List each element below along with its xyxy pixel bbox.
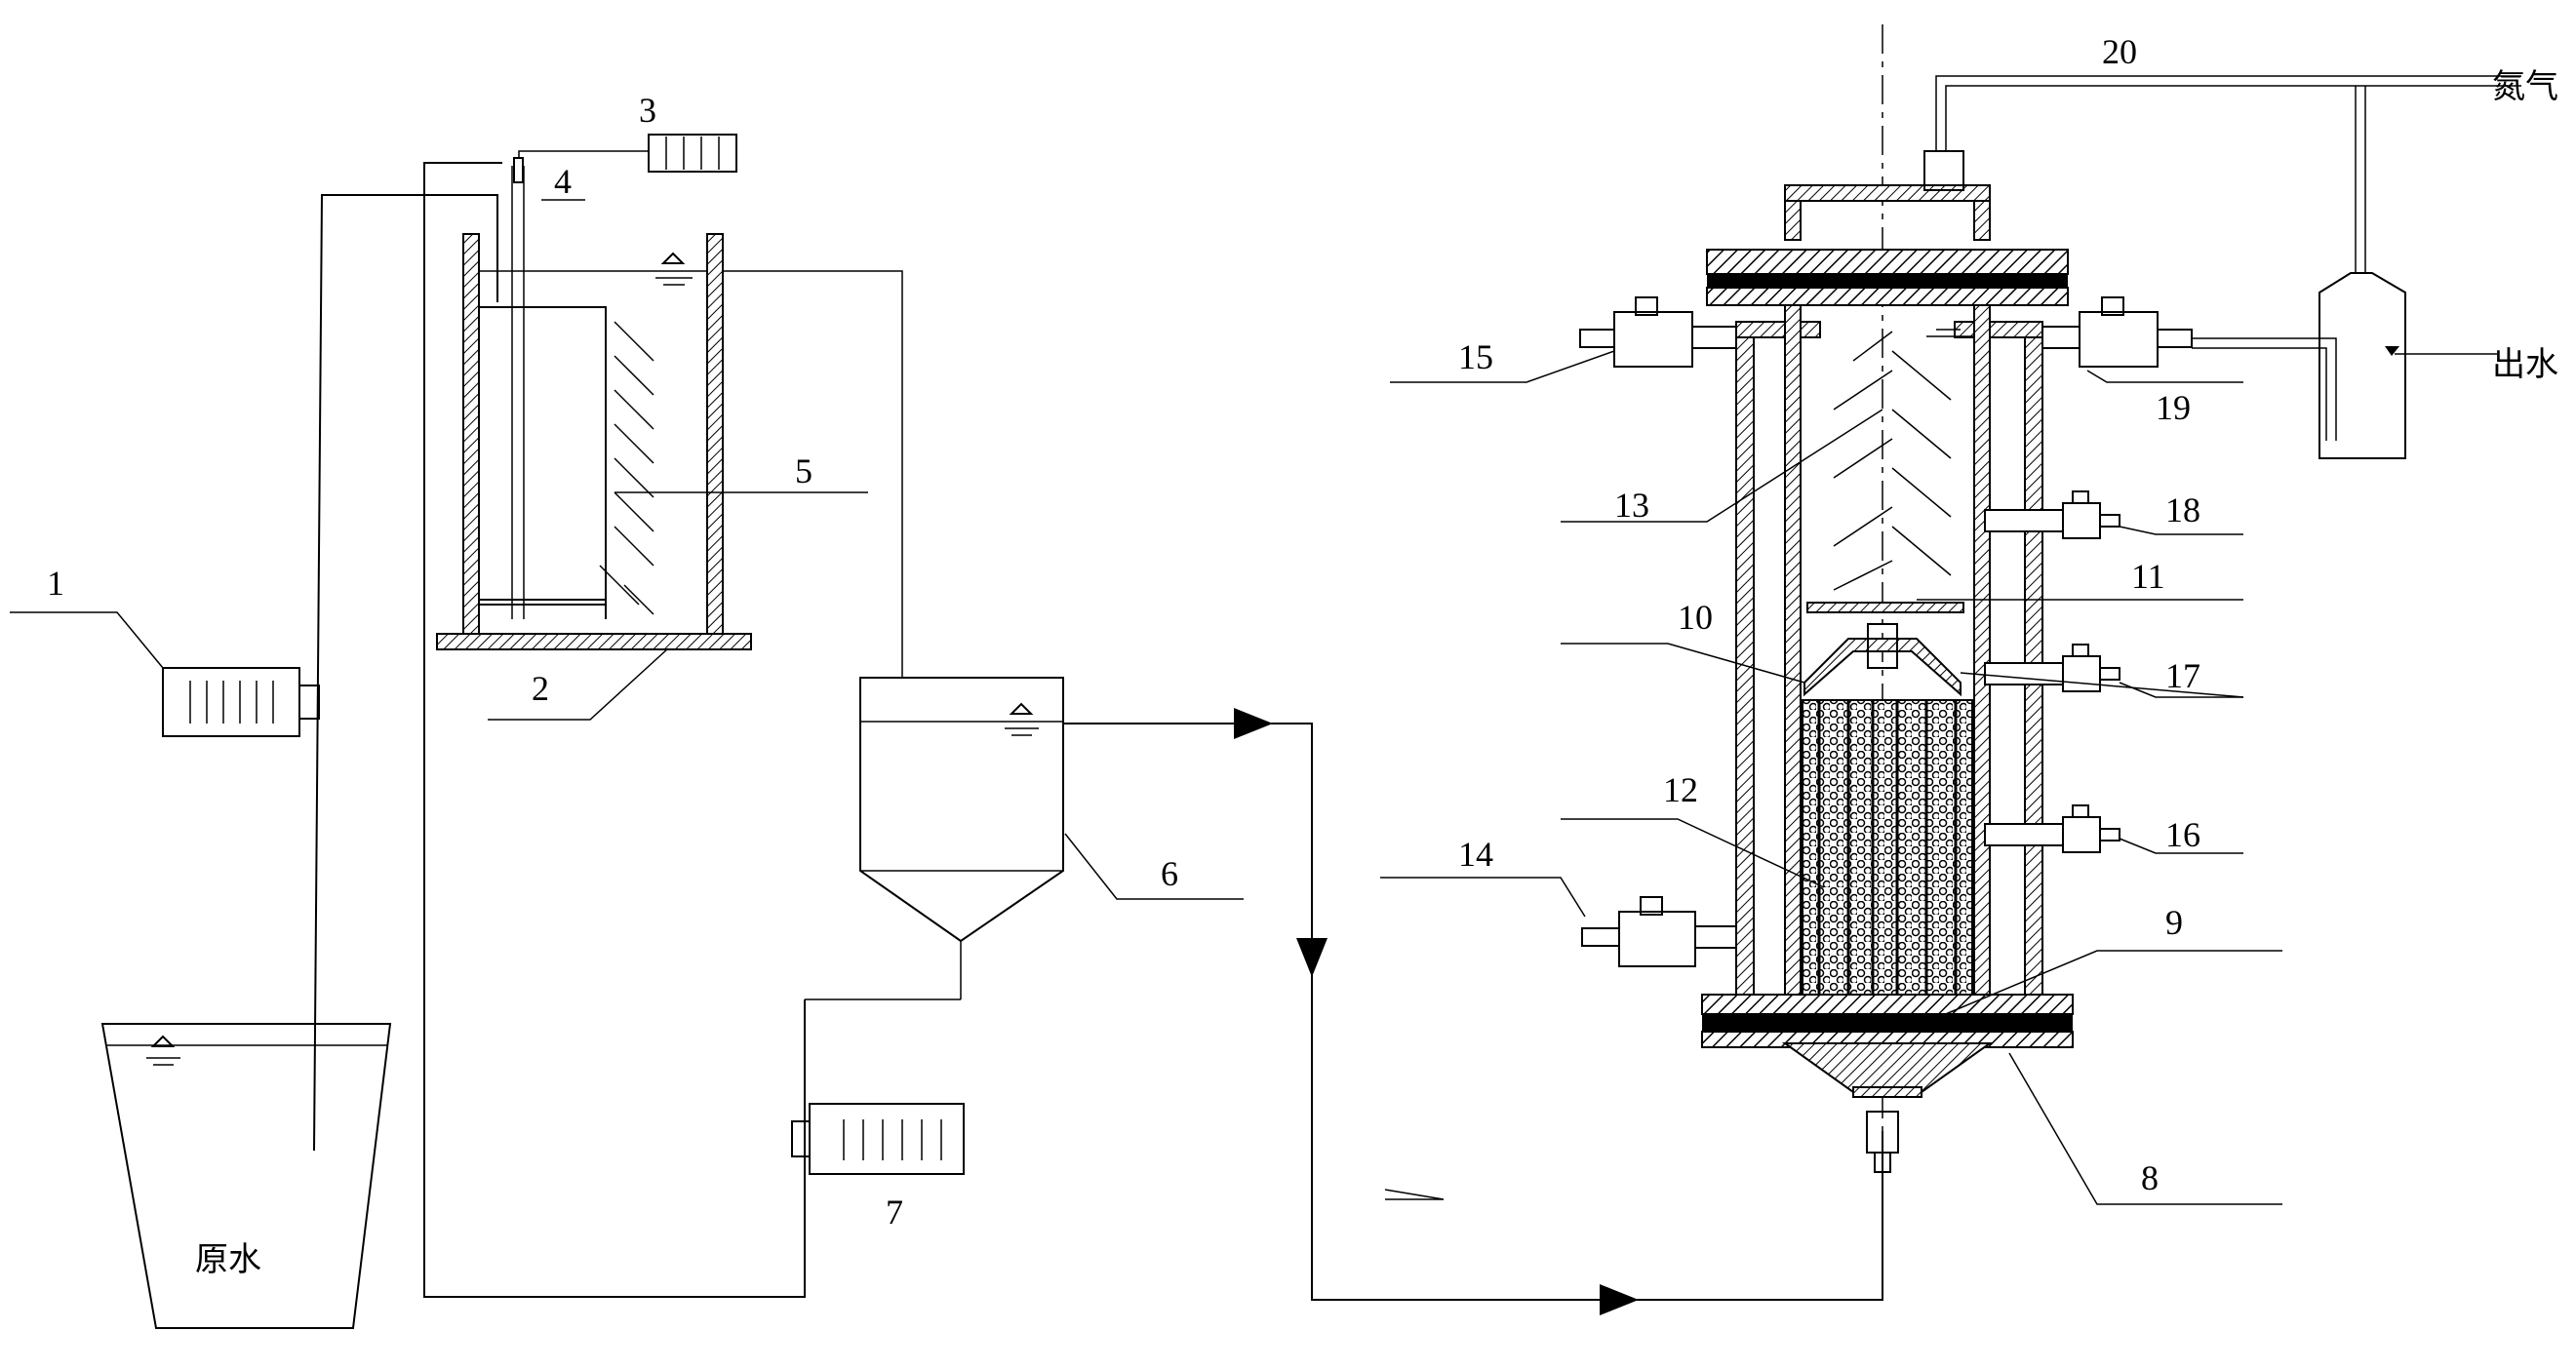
valve-19 <box>2041 296 2193 368</box>
main-flow-pipe <box>1063 708 1883 1315</box>
label-16: 16 <box>2165 815 2200 854</box>
label-12: 12 <box>1663 770 1698 809</box>
bead-columns-12 <box>1802 699 1973 1003</box>
flow-arrow-down <box>1296 938 1328 977</box>
label-14: 14 <box>1458 835 1493 874</box>
sampling-port-16 <box>1984 804 2120 853</box>
label-5: 5 <box>795 451 812 490</box>
nitrogen-label: 氮气 <box>2492 67 2558 106</box>
label-13: 13 <box>1614 486 1649 525</box>
effluent-bottle <box>2192 272 2497 459</box>
sampling-port-17 <box>1984 644 2120 692</box>
label-19: 19 <box>2156 388 2191 427</box>
stirrer-4 <box>511 157 525 619</box>
label-9: 9 <box>2165 903 2183 942</box>
label-3: 3 <box>639 91 656 130</box>
valve-14 <box>1581 896 1737 967</box>
label-18: 18 <box>2165 490 2200 529</box>
pretreat-outlet-pipe <box>723 270 903 678</box>
label-11: 11 <box>2131 557 2165 596</box>
pump-7 <box>791 1103 965 1175</box>
label-7: 7 <box>886 1193 903 1232</box>
label-17: 17 <box>2165 656 2200 695</box>
flow-arrow-right-2 <box>1600 1284 1639 1315</box>
effluent-label: 出水 <box>2492 345 2558 384</box>
label-20: 20 <box>2102 32 2137 71</box>
nitrogen-line <box>1935 75 2521 273</box>
label-6: 6 <box>1161 854 1178 893</box>
label-15: 15 <box>1458 337 1493 376</box>
label-8: 8 <box>2141 1158 2159 1197</box>
flow-arrow-right-1 <box>1234 708 1273 739</box>
packing-slashes-13 <box>1833 331 1952 591</box>
packing-slashes-5 <box>599 321 654 615</box>
settling-tank-6 <box>805 677 1064 1000</box>
recycle-pipe <box>423 162 806 1298</box>
label-10: 10 <box>1678 598 1713 637</box>
reactor <box>1579 24 2193 1268</box>
raw-water-label: 原水 <box>195 1240 261 1279</box>
raw-water-feed-pipe <box>313 194 498 1152</box>
label-2: 2 <box>532 669 549 708</box>
label-4: 4 <box>554 162 572 201</box>
valve-15 <box>1579 296 1737 368</box>
raw-water-tank: 原水 <box>100 1023 392 1329</box>
pretreatment-tank <box>436 233 752 650</box>
label-1: 1 <box>47 564 64 603</box>
feed-pump-1 <box>10 611 320 737</box>
motor-3 <box>518 134 737 173</box>
leader-lines <box>488 199 2282 1205</box>
sampling-port-18 <box>1984 490 2120 539</box>
